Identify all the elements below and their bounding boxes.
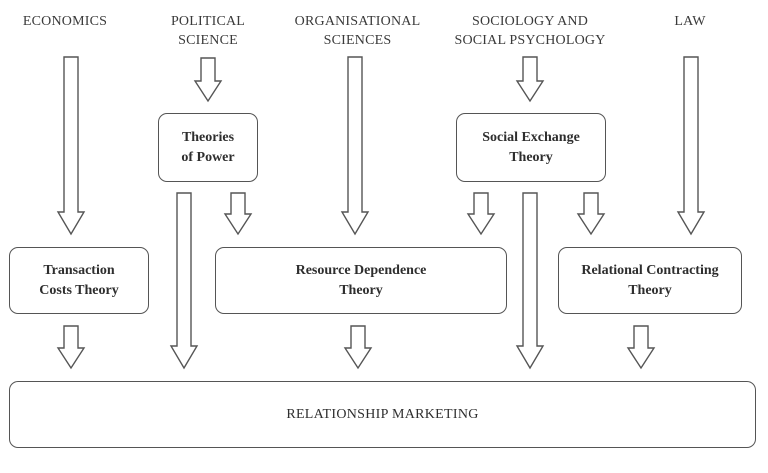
header-political-line2: SCIENCE: [178, 33, 238, 48]
arrow-social-to-resource: [466, 192, 496, 236]
header-sociology: SOCIOLOGY AND SOCIAL PSYCHOLOGY: [440, 12, 620, 50]
arrow-economics-to-transaction: [56, 56, 86, 236]
header-economics-text: ECONOMICS: [22, 14, 108, 29]
transaction-line2: Costs Theory: [39, 282, 119, 298]
box-transaction-label: Transaction Costs Theory: [39, 261, 118, 301]
arrow-law-to-relational: [676, 56, 706, 236]
box-social-exchange-label: Social Exchange Theory: [482, 128, 580, 168]
arrow-resource-to-marketing: [343, 325, 373, 370]
box-resource-dependence-theory: Resource Dependence Theory: [215, 247, 507, 314]
power-line1: Theories: [181, 129, 235, 145]
flow-arrows: [56, 56, 706, 370]
box-transaction-costs-theory: Transaction Costs Theory: [9, 247, 149, 314]
arrow-organisational-to-resource: [340, 56, 370, 236]
header-sociology-line1: SOCIOLOGY AND: [471, 14, 589, 29]
header-organisational-sciences: ORGANISATIONAL SCIENCES: [280, 12, 435, 50]
power-line2: of Power: [181, 149, 235, 165]
header-political-line1: POLITICAL: [170, 14, 246, 29]
arrow-political-to-power: [193, 57, 223, 103]
box-theories-of-power-label: Theories of Power: [181, 128, 234, 168]
header-law: LAW: [660, 12, 720, 31]
resource-line2: Theory: [339, 282, 383, 298]
arrow-transaction-to-marketing: [56, 325, 86, 370]
header-political-science: POLITICAL SCIENCE: [148, 12, 268, 50]
relationship-marketing-label: RELATIONSHIP MARKETING: [286, 406, 479, 422]
header-organisational-line1: ORGANISATIONAL: [294, 14, 421, 29]
arrow-power-to-resource: [223, 192, 253, 236]
header-law-text: LAW: [674, 14, 706, 29]
header-organisational-line2: SCIENCES: [323, 33, 392, 48]
arrow-social-to-relational: [576, 192, 606, 236]
box-relational-label: Relational Contracting Theory: [581, 261, 718, 301]
header-sociology-line2: SOCIAL PSYCHOLOGY: [454, 33, 606, 48]
box-relationship-marketing: RELATIONSHIP MARKETING: [9, 381, 756, 448]
arrow-sociology-to-social: [515, 56, 545, 103]
arrow-relational-to-marketing: [626, 325, 656, 370]
box-resource-label: Resource Dependence Theory: [296, 261, 427, 301]
box-relational-contracting-theory: Relational Contracting Theory: [558, 247, 742, 314]
arrow-power-to-marketing: [169, 192, 199, 370]
transaction-line1: Transaction: [43, 262, 115, 278]
relational-line2: Theory: [628, 282, 672, 298]
box-social-exchange-theory: Social Exchange Theory: [456, 113, 606, 182]
box-theories-of-power: Theories of Power: [158, 113, 258, 182]
arrow-social-to-marketing: [515, 192, 545, 370]
header-economics: ECONOMICS: [10, 12, 120, 31]
social-line2: Theory: [509, 149, 553, 165]
social-line1: Social Exchange: [482, 129, 580, 145]
resource-line1: Resource Dependence: [295, 262, 427, 278]
relational-line1: Relational Contracting: [581, 262, 719, 278]
